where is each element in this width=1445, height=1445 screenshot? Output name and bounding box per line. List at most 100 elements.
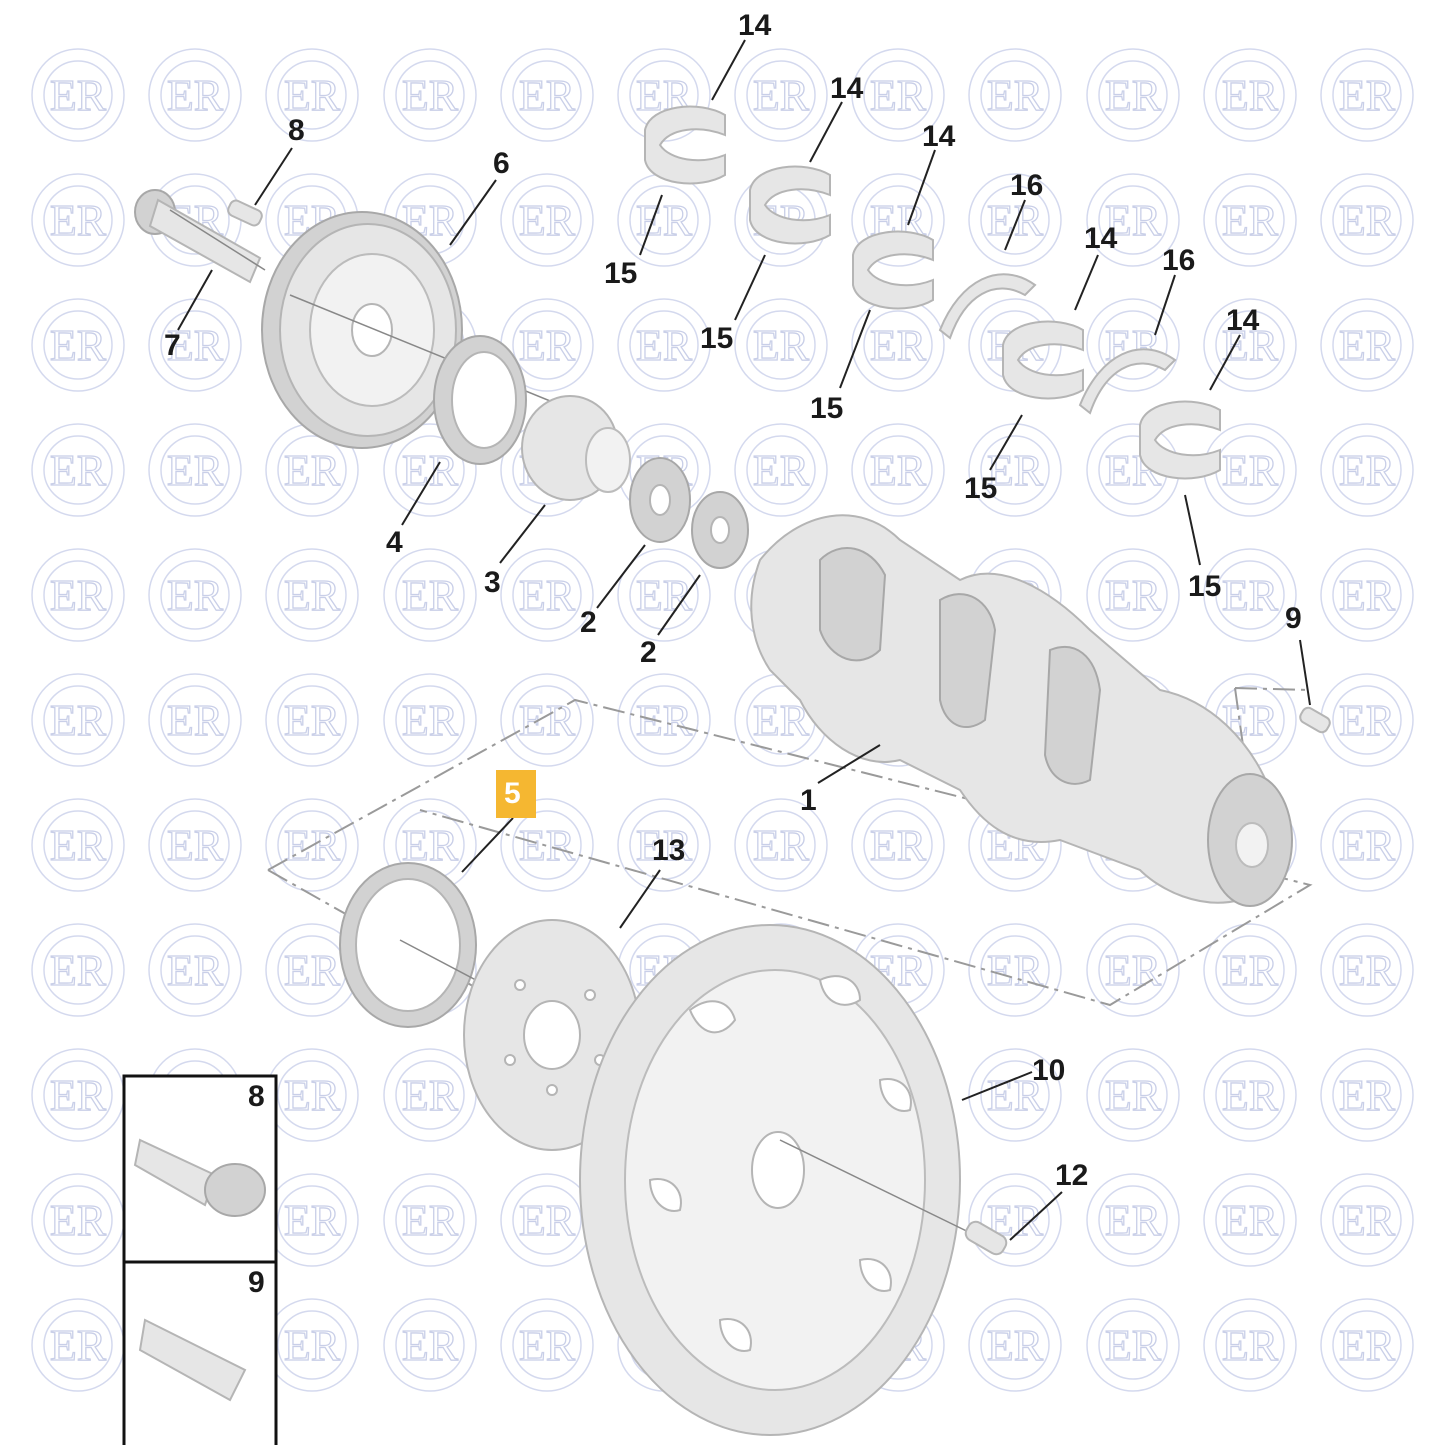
callout-3[interactable]: 3	[484, 566, 501, 599]
watermark-text: ER	[1222, 571, 1279, 620]
watermark-text: ER	[753, 321, 810, 370]
inset-panel-8	[122, 1074, 278, 1264]
callout-16[interactable]: 16	[1162, 244, 1195, 277]
watermark-text: ER	[753, 696, 810, 745]
watermark-text: ER	[402, 1196, 459, 1245]
callout-12[interactable]: 12	[1055, 1159, 1088, 1192]
watermark-seal: ER	[1320, 548, 1414, 642]
watermark-text: ER	[870, 446, 927, 495]
watermark-text: ER	[50, 321, 107, 370]
callout-15[interactable]: 15	[964, 472, 997, 505]
watermark-seal: ER	[265, 1173, 359, 1267]
watermark-text: ER	[1222, 71, 1279, 120]
main-bearing-shell-1	[644, 105, 726, 185]
watermark-seal: ER	[734, 423, 828, 517]
callout-5-highlighted[interactable]: 5	[504, 777, 521, 810]
watermark-text: ER	[402, 446, 459, 495]
highlight-box	[496, 770, 536, 818]
watermark-seal: ER	[265, 423, 359, 517]
callout-14[interactable]: 14	[1084, 222, 1118, 255]
watermark-text: ER	[1105, 1321, 1162, 1370]
watermark-seal: ER	[617, 673, 711, 767]
crankshaft-hub	[521, 395, 631, 501]
watermark-seal: ER	[617, 298, 711, 392]
crankshaft-pulley	[261, 211, 561, 449]
watermark-text: ER	[987, 71, 1044, 120]
watermark-text: ER	[167, 946, 224, 995]
watermark-seal: ER	[500, 298, 594, 392]
callout-6[interactable]: 6	[493, 147, 510, 180]
inset-label-8: 8	[248, 1080, 265, 1113]
callout-14[interactable]: 14	[1226, 304, 1260, 337]
callout-4[interactable]: 4	[386, 526, 403, 559]
watermark-text: ER	[519, 571, 576, 620]
watermark-seal: ER	[383, 673, 477, 767]
watermark-seal: ER	[1086, 923, 1180, 1017]
watermark-seal: ER	[31, 298, 125, 392]
pulley-bolt	[134, 189, 266, 284]
watermark-text: ER	[1339, 821, 1396, 870]
watermark-seal: ER	[31, 923, 125, 1017]
watermark-seal: ER	[1086, 548, 1180, 642]
callout-1[interactable]: 1	[800, 784, 817, 817]
watermark-text: ER	[402, 1321, 459, 1370]
callout-14[interactable]: 14	[738, 9, 772, 42]
watermark-text: ER	[284, 571, 341, 620]
watermark-text: ER	[167, 321, 224, 370]
dowel-pin	[1299, 706, 1331, 734]
callout-15[interactable]: 15	[810, 392, 843, 425]
callout-10[interactable]: 10	[1032, 1054, 1065, 1087]
watermark-seal: ER	[1203, 173, 1297, 267]
watermark-seal: ER	[1203, 298, 1297, 392]
watermark-seal: ER	[31, 673, 125, 767]
watermark-text: ER	[753, 821, 810, 870]
callout-labels: 14 14 14 14 14 16 16 15 15 15 15 15 8 6 …	[164, 9, 1302, 1299]
watermark-text: ER	[1105, 71, 1162, 120]
watermark-text: ER	[987, 446, 1044, 495]
watermark-text: ER	[1339, 321, 1396, 370]
callout-9[interactable]: 9	[1285, 602, 1302, 635]
watermark-text: ER	[1105, 196, 1162, 245]
watermark-seal: ER	[31, 1298, 125, 1392]
watermark-text: ER	[1222, 196, 1279, 245]
watermark-text: ER	[167, 446, 224, 495]
watermark-text: ER	[284, 1196, 341, 1245]
watermark-seal: ER	[1086, 1298, 1180, 1392]
callout-2[interactable]: 2	[580, 606, 597, 639]
watermark-text: ER	[753, 71, 810, 120]
watermark-text: ER	[1105, 946, 1162, 995]
watermark-seal: ER	[148, 298, 242, 392]
watermark-seal: ER	[383, 548, 477, 642]
watermark-seal: ER	[148, 48, 242, 142]
callout-16[interactable]: 16	[1010, 169, 1043, 202]
callout-13[interactable]: 13	[652, 834, 685, 867]
callout-14[interactable]: 14	[830, 72, 864, 105]
watermark-seal: ER	[1320, 48, 1414, 142]
watermark-text: ER	[1105, 1196, 1162, 1245]
watermark-seal: ER	[1203, 923, 1297, 1017]
watermark-text: ER	[50, 696, 107, 745]
watermark-seal: ER	[968, 173, 1062, 267]
watermark-text: ER	[519, 196, 576, 245]
main-bearing-shell-3	[852, 230, 934, 310]
watermark-seal: ER	[1203, 48, 1297, 142]
callout-15[interactable]: 15	[700, 322, 733, 355]
callout-14[interactable]: 14	[922, 120, 956, 153]
watermark-seal: ER	[383, 48, 477, 142]
inset-dowel-9-illustration	[138, 1318, 247, 1402]
watermark-seal: ER	[383, 1048, 477, 1142]
callout-15[interactable]: 15	[604, 257, 637, 290]
watermark-text: ER	[284, 71, 341, 120]
callout-8[interactable]: 8	[288, 114, 305, 147]
inset-panel-9	[122, 1260, 278, 1445]
callout-7[interactable]: 7	[164, 329, 181, 362]
callout-2[interactable]: 2	[640, 636, 657, 669]
callout-15[interactable]: 15	[1188, 570, 1221, 603]
watermark-seal: ER	[1320, 423, 1414, 517]
watermark-seal: ER	[1320, 798, 1414, 892]
watermark-text: ER	[636, 821, 693, 870]
watermark-text: ER	[284, 446, 341, 495]
watermark-text: ER	[284, 696, 341, 745]
timing-sprocket-2	[691, 491, 749, 569]
